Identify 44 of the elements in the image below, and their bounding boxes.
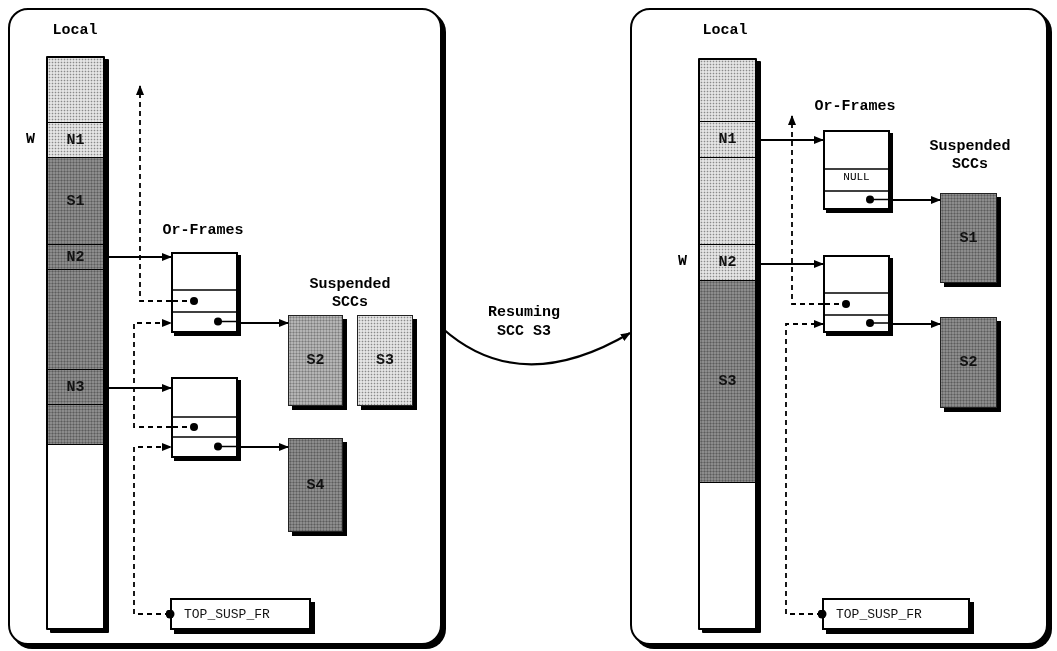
stack-segment <box>700 122 755 158</box>
or-frame <box>171 377 238 458</box>
section-label: Suspended SCCs <box>308 276 392 312</box>
scc-label: S2 <box>959 354 978 371</box>
register-label: TOP_SUSP_FR <box>184 606 270 622</box>
section-label: Local <box>51 22 99 40</box>
scc-label: S4 <box>306 476 325 494</box>
stack-segment <box>48 370 103 405</box>
pointer-label: W <box>26 130 35 148</box>
stack-segment <box>48 123 103 158</box>
register-label: TOP_SUSP_FR <box>836 606 922 622</box>
dashed-arrow <box>133 319 172 428</box>
stack-segment <box>48 270 103 370</box>
section-label: Or-Frames <box>161 222 245 240</box>
stack-segment <box>700 158 755 245</box>
or-frame <box>823 255 890 333</box>
dashed-arrow <box>133 443 175 619</box>
stack-segment <box>48 245 103 270</box>
stack-segment <box>48 58 103 123</box>
scc-label: S3 <box>376 352 394 369</box>
segment-label: S3 <box>718 373 737 390</box>
segment-label: N1 <box>66 131 85 149</box>
segment-label: N3 <box>66 378 85 396</box>
section-label: Local <box>701 22 749 40</box>
segment-label: N2 <box>66 248 85 266</box>
section-label: Or-Frames <box>813 98 897 116</box>
section-label: Suspended SCCs <box>928 138 1012 174</box>
stack-segment <box>700 245 755 281</box>
or-frame <box>823 130 890 210</box>
scc-label: S1 <box>959 229 978 247</box>
dashed-arrow <box>785 320 827 619</box>
stack-segment <box>700 281 755 483</box>
segment-label: N1 <box>718 131 737 148</box>
or-frame <box>171 252 238 333</box>
null-label: NULL <box>842 171 871 183</box>
stack-segment <box>48 405 103 445</box>
dashed-arrow <box>136 85 172 302</box>
segment-label: N2 <box>718 254 737 271</box>
stack-segment <box>48 158 103 245</box>
dashed-arrow <box>788 115 824 305</box>
stack-segment <box>700 60 755 122</box>
segment-label: S1 <box>66 192 85 210</box>
scc-label: S2 <box>306 352 325 369</box>
pointer-label: W <box>678 253 687 270</box>
